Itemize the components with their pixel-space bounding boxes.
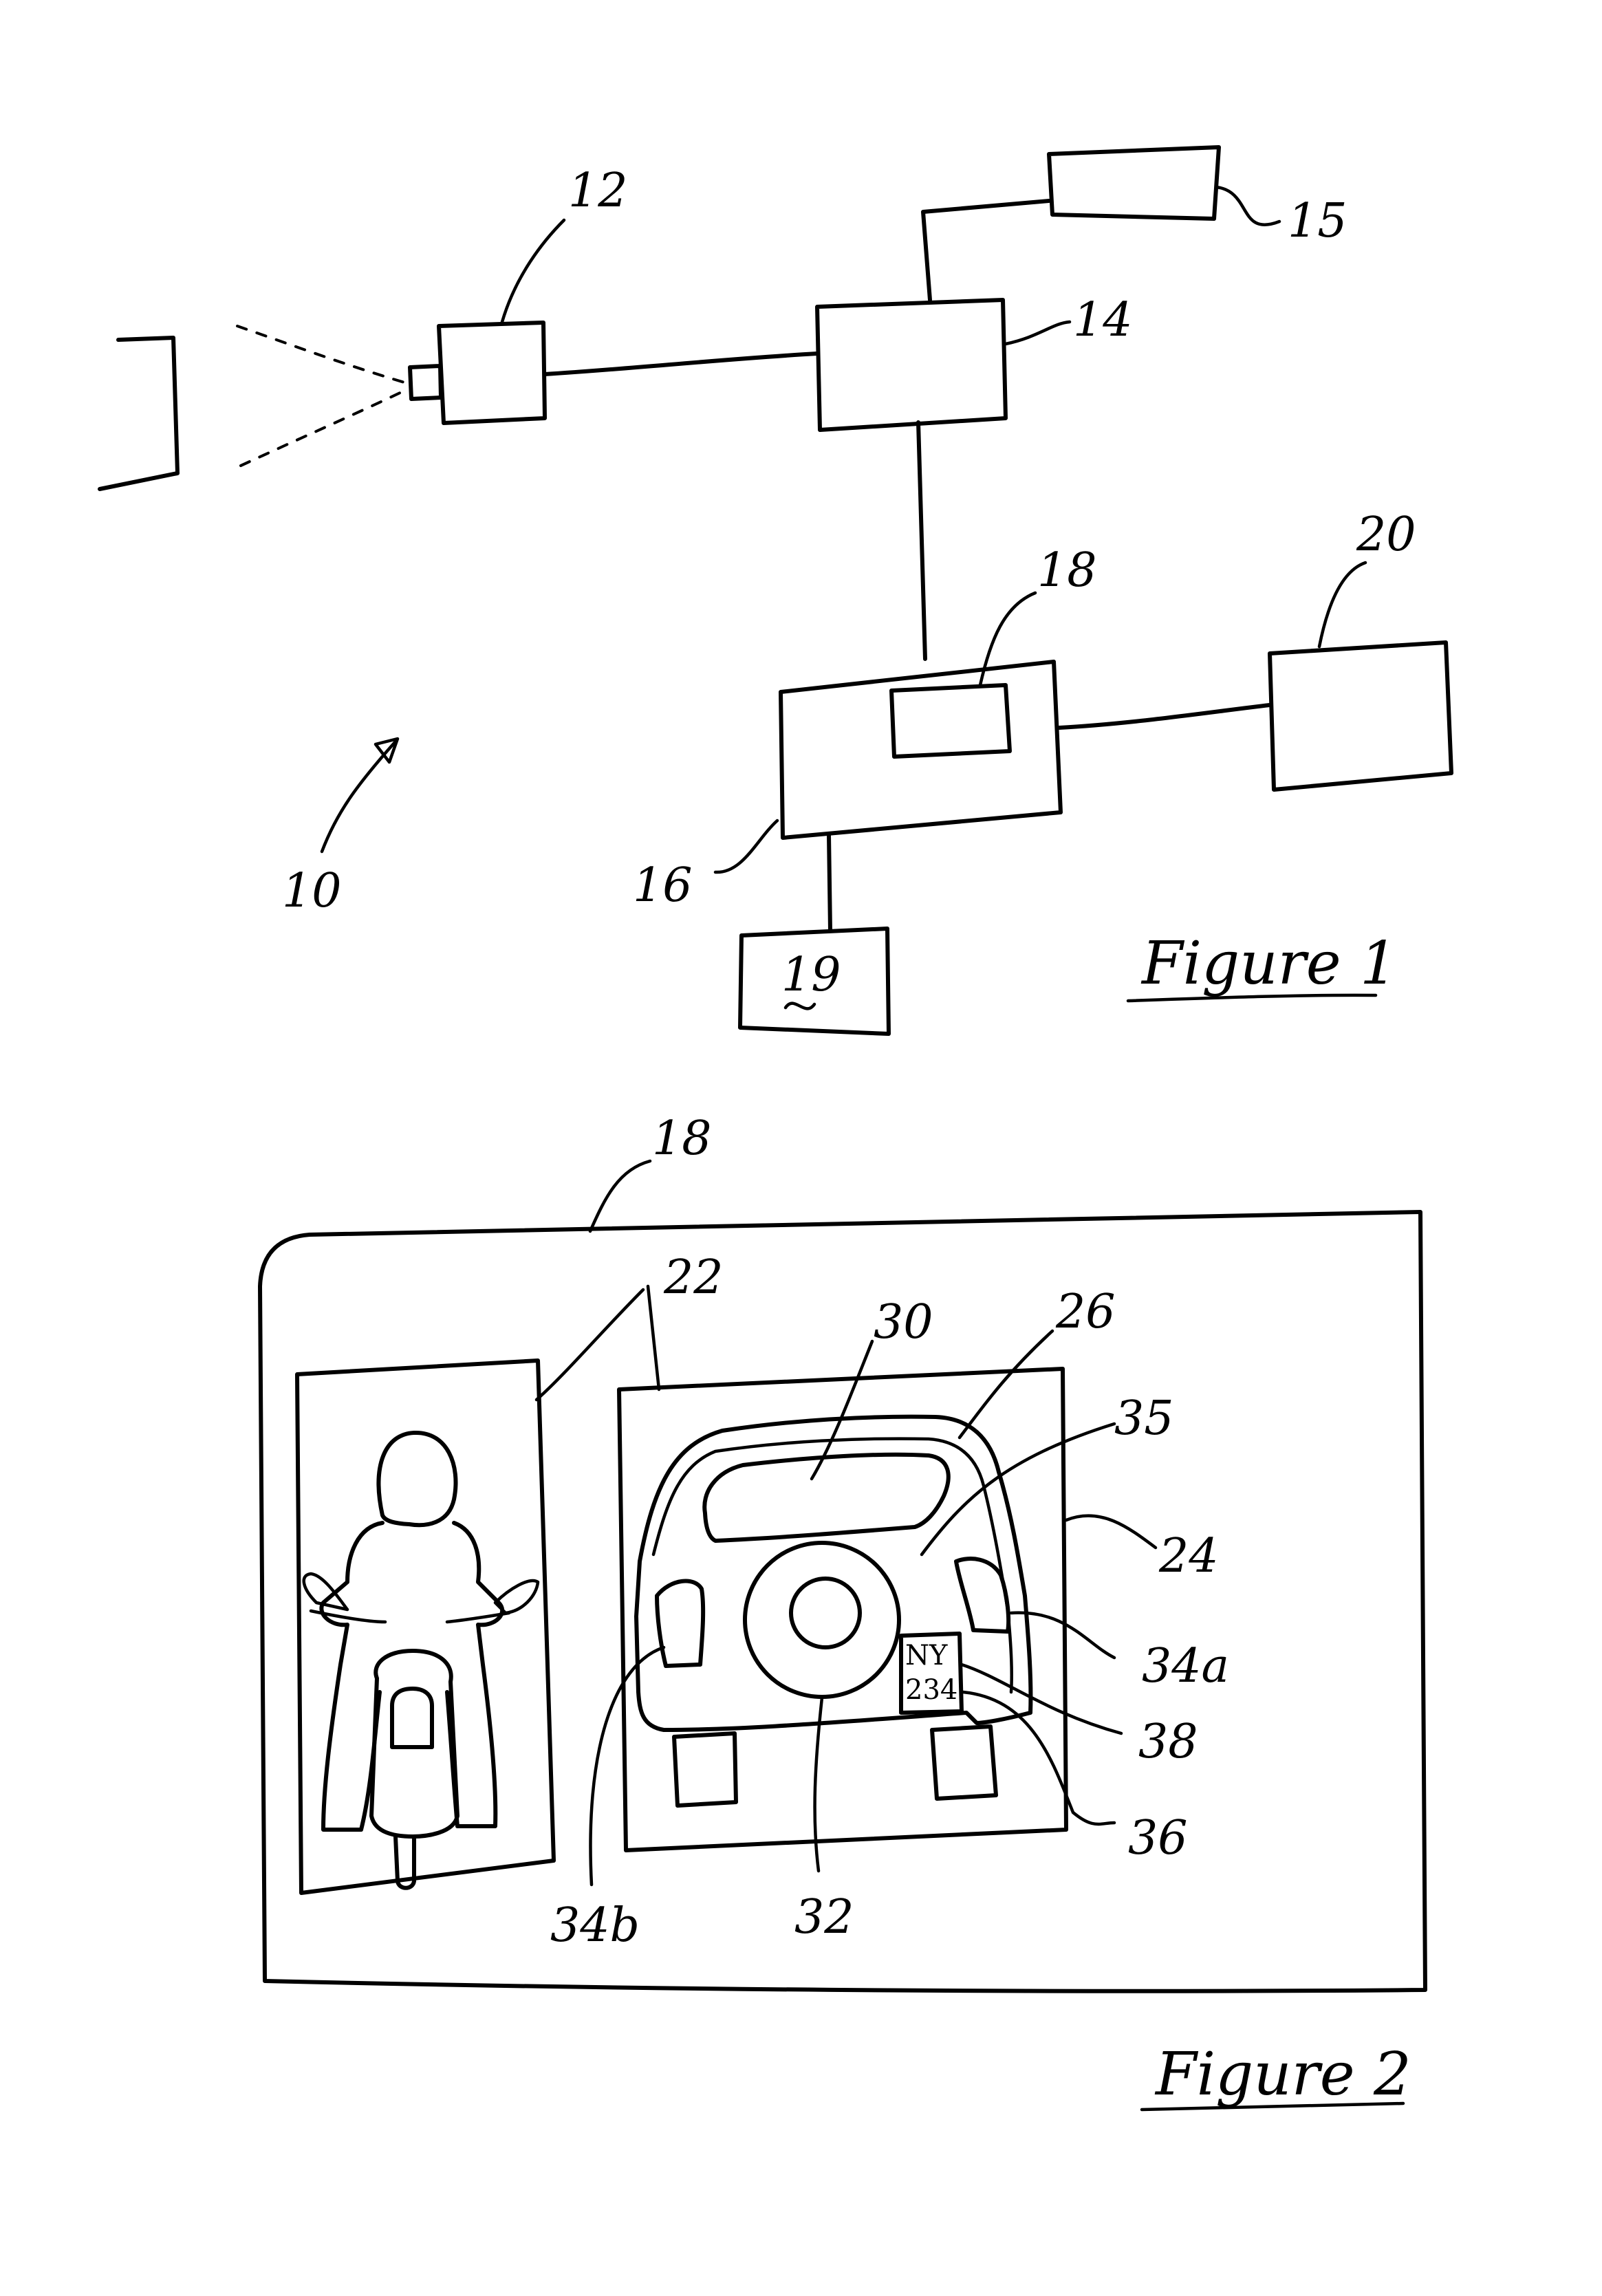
label-tail-light-right: 34a [1142,1639,1229,1693]
display-screen-box [891,685,1010,757]
camera [410,323,545,423]
camera-lens [410,366,441,399]
link-processor-storage [923,201,1049,300]
label-bumper: 36 [1128,1811,1188,1865]
camera-leader-line [502,220,564,322]
label-vehicle-body: 26 [1055,1285,1116,1339]
camera-body [439,323,545,423]
label-storage: 15 [1288,194,1347,248]
label-tail-light-left: 34b [550,1898,640,1953]
rider-head [379,1433,456,1525]
figure-2: NY 234 18 22 30 26 35 24 34a 38 36 32 34… [260,1112,1425,2110]
mirror-left [304,1574,347,1610]
label-processor: 14 [1073,293,1133,347]
scene-bracket [100,338,177,489]
scooter-lamp [392,1689,432,1747]
motorcycle-region-box [297,1361,554,1893]
block-19-squiggle [786,1004,814,1009]
handlebar [311,1611,509,1622]
storage-box [1049,147,1219,219]
camera-view-line-lower [241,391,404,466]
label-license-plate: 38 [1138,1715,1198,1769]
label-block-19: 19 [781,948,841,1002]
license-plate-line1: NY [905,1640,948,1671]
display-frame-leader-line [590,1161,650,1231]
label-display-frame: 18 [652,1112,712,1166]
scooter-body [371,1651,457,1837]
block-20-box [1270,642,1451,790]
link-display-block19 [829,835,830,931]
figure-1: 12 14 15 18 20 16 19 10 Figure 1 [100,147,1451,1034]
label-camera: 12 [568,164,628,218]
label-block-20: 20 [1356,508,1416,562]
storage-leader-line [1216,187,1279,225]
label-tailgate: 35 [1114,1391,1174,1446]
spare-tire-hub [791,1579,860,1647]
label-spare-tire: 32 [794,1890,854,1945]
processor-box [817,300,1006,430]
label-regions: 22 [663,1250,724,1305]
tail-light-left [657,1581,703,1666]
license-plate-line2: 234 [905,1674,957,1706]
figure-2-caption: Figure 2 [1154,2040,1411,2109]
link-display-block20 [1059,705,1270,728]
figure-1-caption: Figure 1 [1140,929,1398,998]
label-display-unit: 16 [633,858,693,913]
rear-tire-right [932,1726,996,1799]
vehicle-region-leader-line [1066,1516,1156,1548]
label-rear-window: 30 [874,1295,933,1350]
label-system: 10 [282,864,342,918]
rider-body [321,1523,502,1830]
spare-tire-outer [745,1543,899,1697]
regions-leader-left [537,1290,643,1400]
vehicle-region: NY 234 [619,1369,1066,1850]
display-unit-leader-line [715,821,777,872]
processor-leader-line [1006,322,1070,344]
link-camera-processor [545,354,817,374]
label-display-screen: 18 [1037,543,1097,598]
rear-tire-left [674,1733,736,1806]
regions-leader-right [648,1286,659,1389]
label-vehicle-region: 24 [1158,1529,1219,1583]
bumper-leader-line [963,1692,1114,1824]
display-screen-leader-line [980,593,1035,685]
rear-window [704,1455,948,1541]
mirror-right [495,1581,538,1613]
vehicle-body-leader-line [960,1331,1052,1438]
motorcycle-region [297,1361,554,1893]
block-20-leader-line [1319,563,1365,647]
link-processor-display [918,422,925,659]
camera-view-line-upper [237,326,404,382]
